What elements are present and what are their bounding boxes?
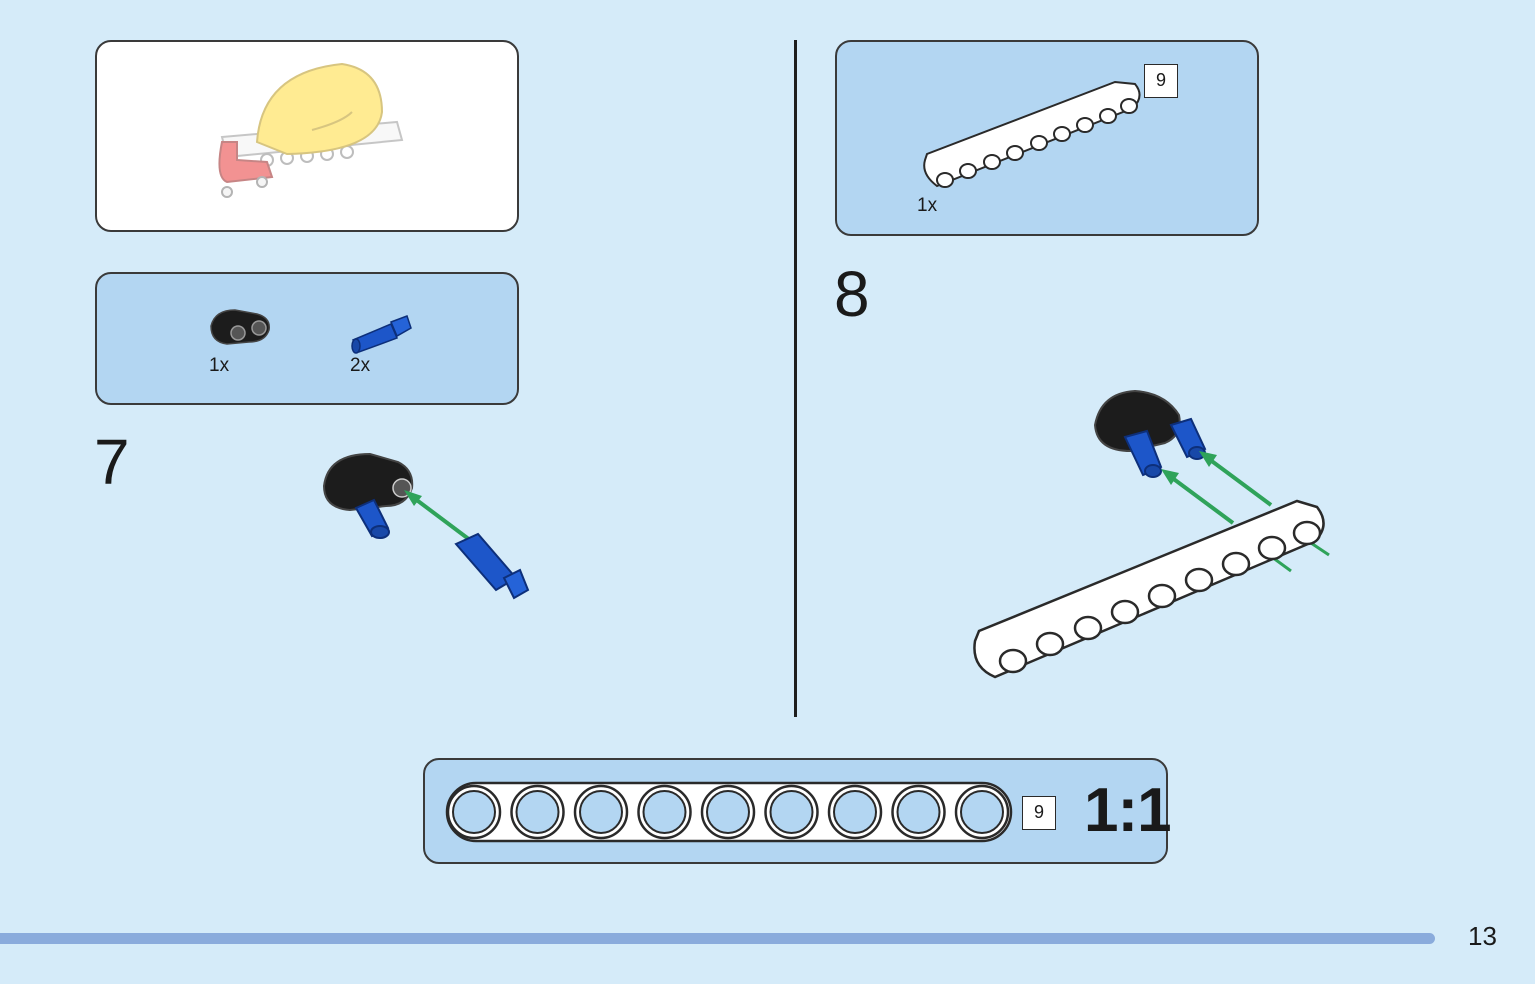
step8-beam-length-box: 9 (1144, 64, 1178, 98)
step7-number: 7 (94, 426, 130, 498)
step7-build-illustration (322, 452, 530, 600)
scale-guide-panel: 9 (423, 758, 1168, 864)
blue-axle-pin-icon (351, 315, 412, 354)
scale-holes (446, 784, 1010, 840)
footer-bar (0, 933, 1435, 944)
preview-panel (95, 40, 519, 232)
scale-ratio-label: 1:1 (1084, 776, 1172, 845)
scale-hole-inner (769, 790, 814, 834)
step8-build-illustration (973, 389, 1330, 679)
scale-hole-inner (452, 790, 496, 834)
scale-hole-inner (515, 790, 560, 834)
scale-hole-inner (896, 790, 941, 834)
step7-part1-qty: 1x (209, 355, 230, 376)
step7-parts-panel: 1x 2x (95, 272, 519, 405)
beam-scale-outline-icon (445, 781, 1013, 843)
scale-hole-inner (833, 790, 877, 834)
scale-hole-inner (579, 790, 623, 834)
step7-part2-qty: 2x (350, 355, 371, 376)
scale-length-box: 9 (1022, 796, 1056, 830)
scale-hole-inner (960, 790, 1004, 834)
scale-hole-inner (706, 790, 750, 834)
step-divider (794, 40, 797, 717)
scale-hole-inner (642, 790, 687, 834)
step8-parts-panel: 9 1x (835, 40, 1259, 236)
page-number: 13 (1468, 921, 1497, 951)
black-axle-pin-connector-icon (210, 309, 270, 345)
step8-number: 8 (834, 258, 870, 330)
previous-assembly-preview-icon (218, 62, 404, 198)
white-beam-9-icon (923, 80, 1141, 188)
step8-part1-qty: 1x (917, 195, 938, 216)
